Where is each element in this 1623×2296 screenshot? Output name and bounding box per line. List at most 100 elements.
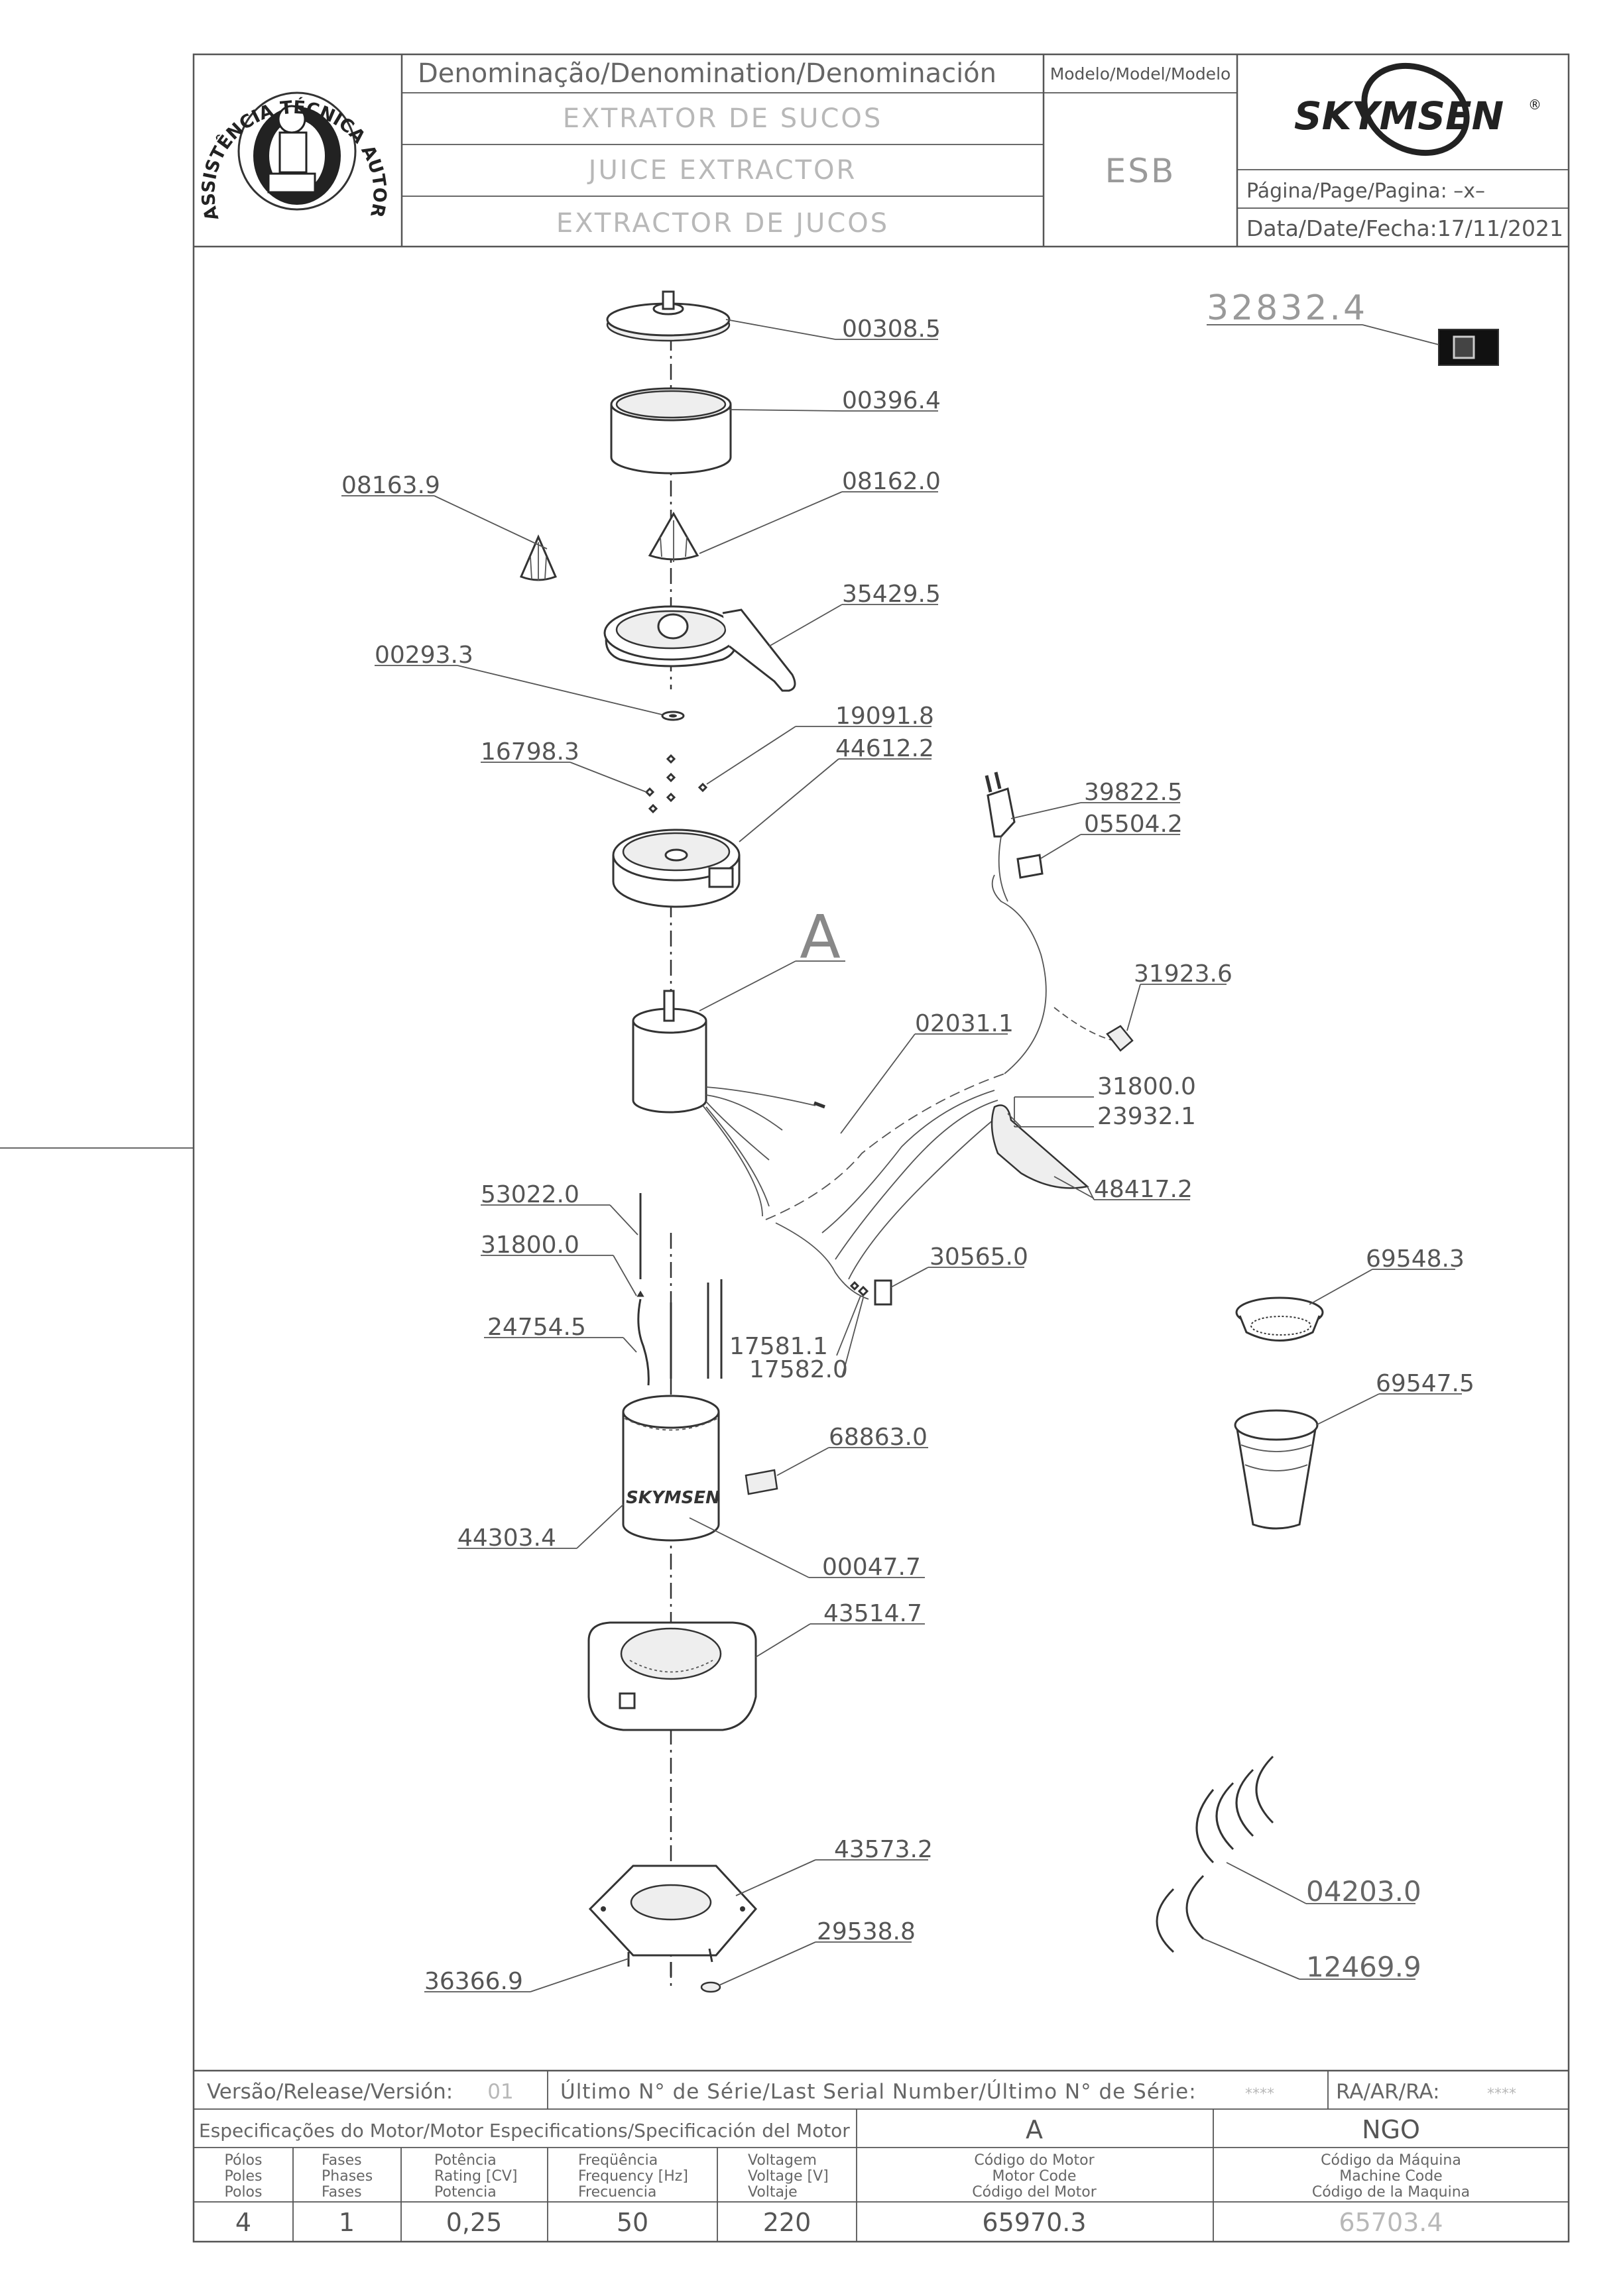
registered-mark: ®	[1528, 97, 1541, 113]
reamer-cone-small	[341, 495, 557, 581]
product-name-pt: EXTRATOR DE SUCOS	[563, 103, 883, 134]
release-value: 01	[487, 2080, 513, 2104]
juice-bowl	[603, 604, 938, 692]
part-label-00293-3: 00293.3	[375, 642, 473, 669]
col-phases-en: Phases	[322, 2168, 373, 2185]
motor-ref: A	[1026, 2115, 1043, 2144]
part-label-08162-0: 08162.0	[842, 468, 941, 495]
brand-name: SKYMSEN	[1294, 93, 1504, 139]
poles-value: 4	[235, 2208, 251, 2237]
col-motor-code-pt: Código do Motor	[974, 2152, 1095, 2169]
filter-basket	[1235, 1269, 1455, 1342]
part-label-16798-3: 16798.3	[481, 738, 579, 766]
detail-a-callout: A	[699, 903, 845, 1011]
part-label-24754-5: 24754.5	[487, 1314, 586, 1341]
col-poles-es: Polos	[225, 2184, 263, 2201]
col-freq-en: Frequency [Hz]	[578, 2168, 688, 2185]
product-name-en: JUICE EXTRACTOR	[587, 155, 857, 186]
col-power-es: Potencia	[434, 2184, 497, 2201]
upper-housing	[612, 758, 932, 908]
col-machine-code-en: Machine Code	[1339, 2168, 1442, 2185]
brand-logo: SKYMSEN ®	[1294, 62, 1541, 156]
release-label: Versão/Release/Versión:	[207, 2080, 453, 2104]
reamer-cone-large	[648, 491, 938, 562]
col-machine-code-pt: Código da Máquina	[1321, 2152, 1461, 2169]
col-poles-pt: Pólos	[225, 2152, 263, 2169]
wiring-harness	[765, 874, 1114, 1300]
part-label-08163-9: 08163.9	[341, 472, 440, 499]
part-label-44612-2: 44612.2	[835, 735, 934, 762]
col-voltage-pt: Voltagem	[748, 2152, 817, 2169]
part-label-12469-9: 12469.9	[1306, 1951, 1421, 1983]
col-machine-code-es: Código de la Maquina	[1312, 2184, 1470, 2201]
seal-text: ASSISTÊNCIA TÉCNICA AUTORIZADA	[0, 0, 390, 223]
machine-ref: NGO	[1362, 2115, 1420, 2144]
leader-02031	[840, 1033, 916, 1134]
footer-table: Versão/Release/Versión: 01 Último N° de …	[194, 2069, 1569, 2242]
col-power-en: Rating [CV]	[434, 2168, 518, 2185]
sticker-label	[745, 1447, 928, 1495]
ra-value: ****	[1487, 2086, 1516, 2102]
serial-plate: 32832.4	[1207, 288, 1499, 366]
col-poles-en: Poles	[224, 2168, 262, 2185]
part-label-00308-5: 00308.5	[842, 316, 941, 343]
power-switch	[836, 1267, 1024, 1378]
model-label: Modelo/Model/Modelo	[1050, 64, 1231, 84]
body-logo: SKYMSEN	[626, 1488, 720, 1508]
col-phases-es: Fases	[322, 2184, 362, 2201]
tie-rods	[481, 1193, 723, 1386]
motor-spec-label: Especificações do Motor/Motor Especifica…	[199, 2120, 850, 2142]
part-label-43514-7: 43514.7	[823, 1600, 922, 1627]
part-label-31923-6: 31923.6	[1134, 960, 1232, 988]
part-label-23932-1: 23932.1	[1097, 1103, 1196, 1130]
part-label-04203-0: 04203.0	[1306, 1875, 1421, 1908]
bottom-plate	[588, 1859, 928, 1957]
fixing-screws	[481, 726, 932, 814]
col-freq-pt: Freqüência	[578, 2152, 658, 2169]
authorized-service-seal: ASSISTÊNCIA TÉCNICA AUTORIZADA	[0, 0, 390, 223]
page-label: Página/Page/Pagina: –x–	[1246, 180, 1485, 203]
rubber-foot	[700, 1941, 912, 1993]
svg-text:ASSISTÊNCIA TÉCNICA AUTORIZADA: ASSISTÊNCIA TÉCNICA AUTORIZADA	[0, 0, 390, 223]
serial-value: ****	[1245, 2086, 1274, 2102]
part-label-68863-0: 68863.0	[829, 1424, 928, 1451]
frequency-value: 50	[617, 2208, 648, 2237]
part-label-48417-2: 48417.2	[1094, 1176, 1193, 1203]
col-voltage-es: Voltaje	[748, 2184, 798, 2201]
main-body: SKYMSEN	[457, 1395, 925, 1578]
voltage-value: 220	[763, 2208, 812, 2237]
col-motor-code-es: Código del Motor	[972, 2184, 1097, 2201]
switch-cover	[991, 1096, 1190, 1200]
cable-tag	[1016, 834, 1180, 879]
part-label-43573-2: 43573.2	[834, 1836, 933, 1863]
part-label-36366-9: 36366.9	[424, 1968, 523, 1995]
part-label-31800-0: 31800.0	[1097, 1073, 1196, 1100]
col-voltage-en: Voltage [V]	[748, 2168, 829, 2185]
top-code: 32832.4	[1207, 288, 1368, 328]
part-label-69547-5: 69547.5	[1376, 1370, 1474, 1397]
retaining-clips	[1156, 1874, 1415, 1980]
machine-code-value: 65703.4	[1339, 2208, 1443, 2237]
product-name-es: EXTRACTOR DE JUCOS	[556, 208, 889, 239]
part-label-00047-7: 00047.7	[822, 1554, 921, 1581]
motor	[632, 990, 825, 1217]
part-label-30565-0: 30565.0	[930, 1243, 1028, 1271]
part-label-35429-5: 35429.5	[842, 581, 941, 608]
part-label-31800-0: 31800.0	[481, 1232, 579, 1259]
part-label-29538-8: 29538.8	[817, 1918, 916, 1945]
motor-code-value: 65970.3	[982, 2208, 1086, 2237]
spring-clips	[1195, 1755, 1415, 1904]
part-label-17582-0: 17582.0	[749, 1356, 848, 1383]
part-labels: 00308.500396.408162.008163.935429.500293…	[341, 316, 1474, 1995]
washer	[375, 665, 685, 721]
base-housing	[587, 1621, 925, 1731]
col-power-pt: Potência	[434, 2152, 497, 2169]
model-value: ESB	[1105, 152, 1176, 190]
part-label-53022-0: 53022.0	[481, 1181, 579, 1208]
part-label-02031-1: 02031.1	[915, 1010, 1014, 1037]
base-screws	[424, 1952, 672, 1992]
part-label-39822-5: 39822.5	[1084, 779, 1183, 806]
part-label-19091-8: 19091.8	[835, 703, 934, 730]
